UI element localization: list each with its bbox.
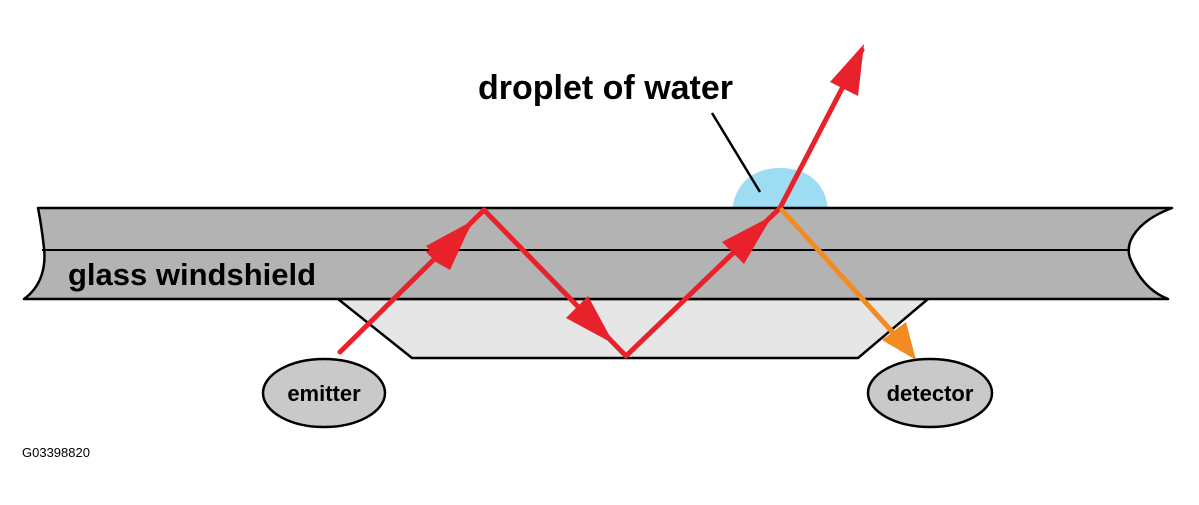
droplet-label: droplet of water bbox=[478, 69, 733, 107]
windshield-label: glass windshield bbox=[68, 257, 316, 292]
detector: detector bbox=[866, 357, 994, 429]
figure-code: G03398820 bbox=[22, 445, 90, 460]
ray-arrowhead-3 bbox=[722, 216, 772, 264]
droplet-leader-line bbox=[710, 112, 762, 193]
detector-label: detector bbox=[887, 381, 974, 406]
emitter-label: emitter bbox=[287, 381, 361, 406]
detector-body bbox=[866, 357, 994, 429]
detected-ray-arrowhead bbox=[882, 322, 916, 360]
emitter-body bbox=[261, 357, 387, 429]
emitter: emitter bbox=[261, 357, 387, 429]
ray-arrowhead-2 bbox=[566, 296, 614, 344]
light-ray-path bbox=[337, 44, 865, 359]
glass-windshield bbox=[22, 206, 1174, 301]
ray-arrowhead-1b bbox=[426, 220, 474, 268]
ray-arrowhead-exit bbox=[830, 44, 864, 96]
detected-ray-line bbox=[779, 207, 899, 339]
detected-ray bbox=[779, 207, 916, 360]
water-droplet bbox=[732, 168, 828, 210]
